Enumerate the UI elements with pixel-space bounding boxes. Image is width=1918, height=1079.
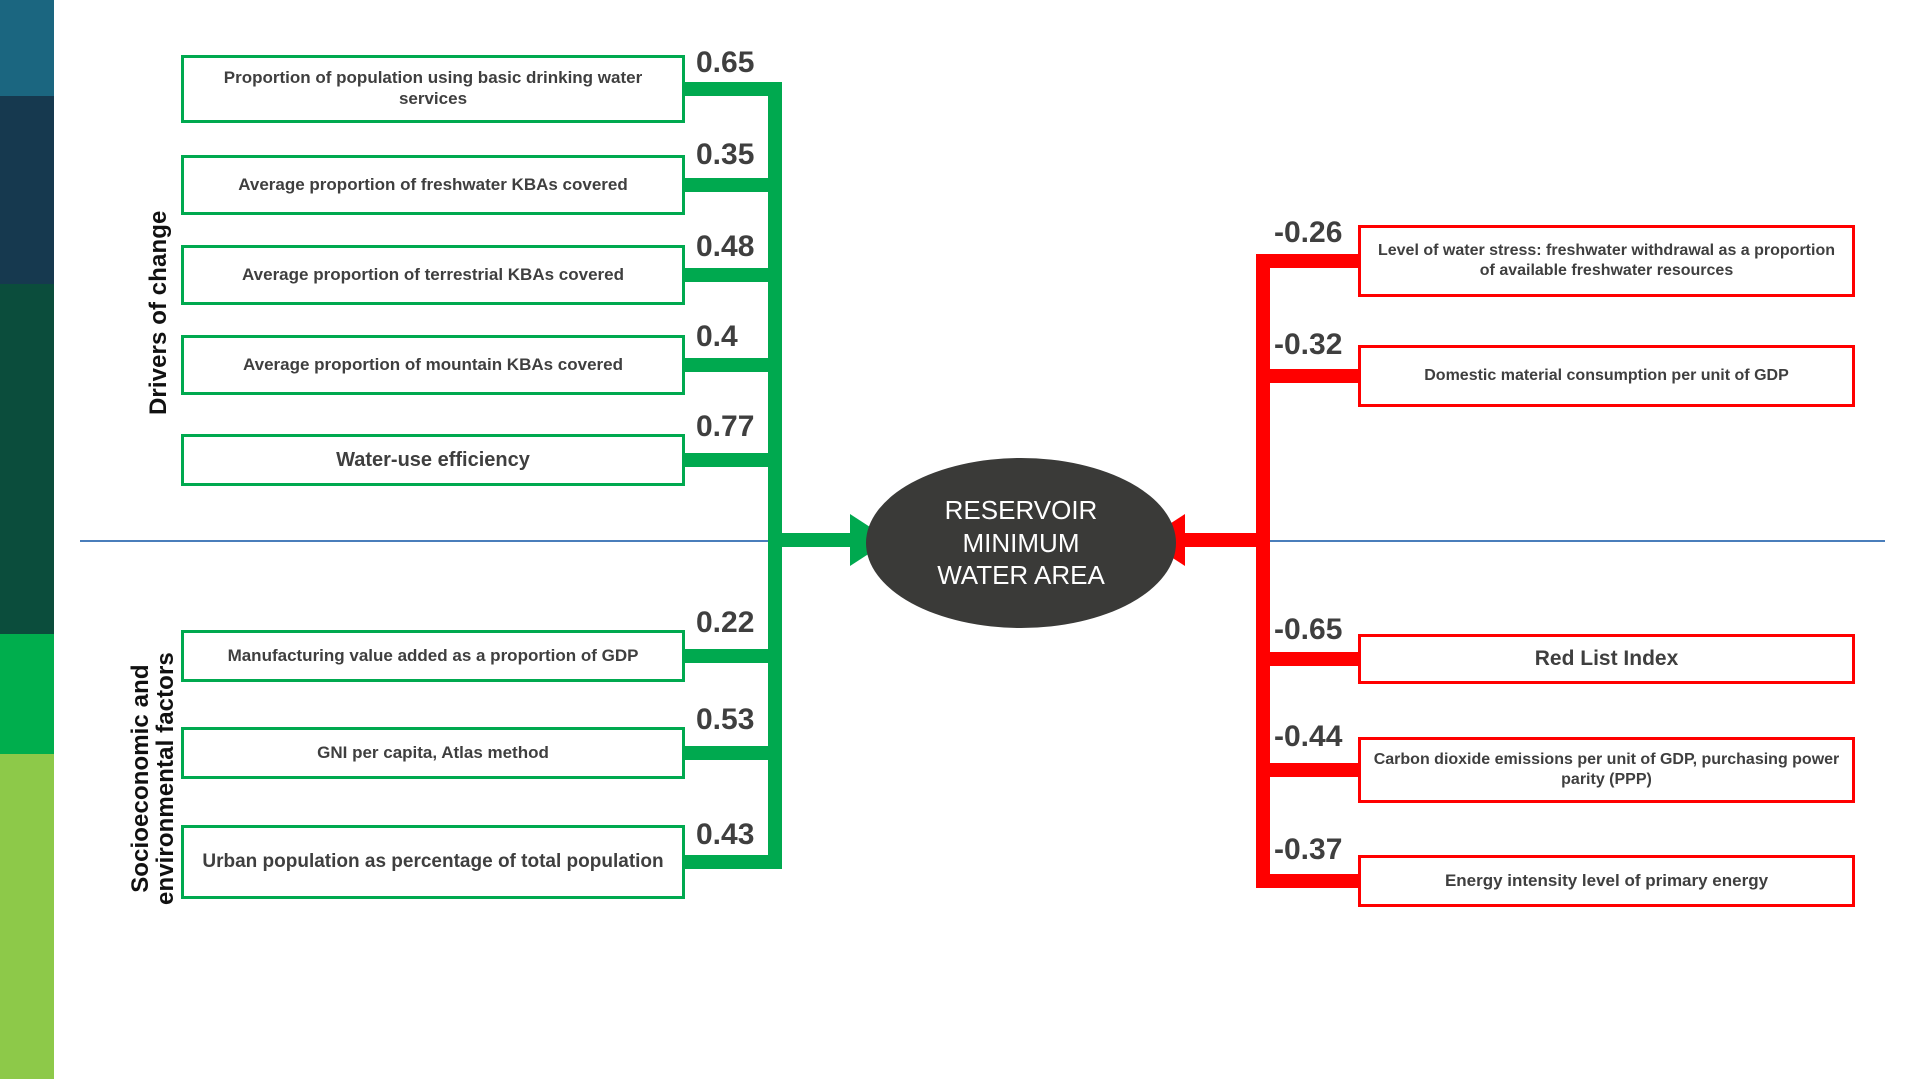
box-freshwater-kbas[interactable]: Average proportion of freshwater KBAs co… [181, 155, 685, 215]
box-manufacturing-value-added[interactable]: Manufacturing value added as a proportio… [181, 630, 685, 682]
indicator-label: Average proportion of terrestrial KBAs c… [242, 264, 624, 284]
indicator-label: Urban population as percentage of total … [202, 851, 664, 873]
color-rail [0, 0, 54, 1079]
box-water-use-efficiency-value: 0.77 [694, 410, 757, 443]
indicator-label: Carbon dioxide emissions per unit of GDP… [1373, 751, 1840, 788]
box-terrestrial-kbas-value: 0.48 [694, 230, 757, 263]
box-domestic-material-value: -0.32 [1272, 328, 1345, 361]
indicator-label: GNI per capita, Atlas method [317, 742, 549, 762]
box-energy-intensity[interactable]: Energy intensity level of primary energy [1358, 855, 1855, 907]
indicator-label: Level of water stress: freshwater withdr… [1377, 242, 1835, 279]
positive-bracket-stub-1 [685, 178, 775, 192]
positive-bracket-stub-6 [685, 746, 775, 760]
center-node: RESERVOIR MINIMUM WATER AREA [866, 458, 1176, 628]
band-light-green [0, 754, 54, 1079]
center-node-label: RESERVOIR MINIMUM WATER AREA [937, 494, 1105, 591]
positive-bracket-stub-5 [685, 649, 775, 663]
negative-bracket-spine [1256, 254, 1270, 888]
positive-bracket-stub-4 [685, 453, 775, 467]
box-mountain-kbas[interactable]: Average proportion of mountain KBAs cove… [181, 335, 685, 395]
negative-bracket-stub-0 [1263, 254, 1358, 268]
box-mountain-kbas-value: 0.4 [694, 320, 740, 353]
box-water-stress[interactable]: Level of water stress: freshwater withdr… [1358, 225, 1855, 297]
group-label-socioeconomic-and-environmental-factors: Socioeconomic and environmental factors [127, 652, 180, 905]
negative-bracket-connector [1185, 533, 1263, 547]
box-manufacturing-value-added-value: 0.22 [694, 606, 757, 639]
box-water-stress-value: -0.26 [1272, 216, 1345, 249]
box-gni-per-capita-value: 0.53 [694, 703, 757, 736]
box-freshwater-kbas-value: 0.35 [694, 138, 757, 171]
indicator-label: Red List Index [1534, 647, 1679, 671]
box-urban-population[interactable]: Urban population as percentage of total … [181, 825, 685, 899]
indicator-label: Energy intensity level of primary energy [1444, 870, 1769, 890]
box-basic-drinking-water[interactable]: Proportion of population using basic dri… [181, 55, 685, 123]
box-co2-emissions[interactable]: Carbon dioxide emissions per unit of GDP… [1358, 737, 1855, 803]
box-red-list-index[interactable]: Red List Index [1358, 634, 1855, 684]
box-energy-intensity-value: -0.37 [1272, 833, 1345, 866]
box-urban-population-value: 0.43 [694, 818, 757, 851]
positive-bracket-connector [775, 533, 860, 547]
band-bright-green [0, 634, 54, 754]
positive-bracket-stub-3 [685, 358, 775, 372]
indicator-label: Manufacturing value added as a proportio… [227, 645, 639, 665]
group-label-drivers-of-change: Drivers of change [145, 210, 172, 415]
box-water-use-efficiency[interactable]: Water-use efficiency [181, 434, 685, 486]
box-gni-per-capita[interactable]: GNI per capita, Atlas method [181, 727, 685, 779]
divider-line-left [80, 540, 790, 542]
box-basic-drinking-water-value: 0.65 [694, 46, 757, 79]
positive-bracket-stub-0 [685, 82, 775, 96]
positive-bracket-stub-2 [685, 268, 775, 282]
indicator-label: Average proportion of mountain KBAs cove… [242, 354, 624, 374]
divider-line-right [1250, 540, 1885, 542]
negative-bracket-stub-1 [1263, 369, 1358, 383]
indicator-label: Proportion of population using basic dri… [223, 68, 643, 108]
negative-bracket-stub-4 [1263, 874, 1358, 888]
negative-bracket-stub-2 [1263, 652, 1358, 666]
box-domestic-material[interactable]: Domestic material consumption per unit o… [1358, 345, 1855, 407]
indicator-label: Domestic material consumption per unit o… [1424, 367, 1789, 385]
positive-bracket-stub-7 [685, 855, 775, 869]
band-dark-green [0, 284, 54, 634]
box-co2-emissions-value: -0.44 [1272, 720, 1345, 753]
indicator-label: Water-use efficiency [336, 448, 530, 471]
negative-bracket-stub-3 [1263, 763, 1358, 777]
band-teal [0, 0, 54, 96]
band-dark-navy [0, 96, 54, 284]
indicator-label: Average proportion of freshwater KBAs co… [238, 174, 628, 194]
box-terrestrial-kbas[interactable]: Average proportion of terrestrial KBAs c… [181, 245, 685, 305]
box-red-list-index-value: -0.65 [1272, 613, 1345, 646]
